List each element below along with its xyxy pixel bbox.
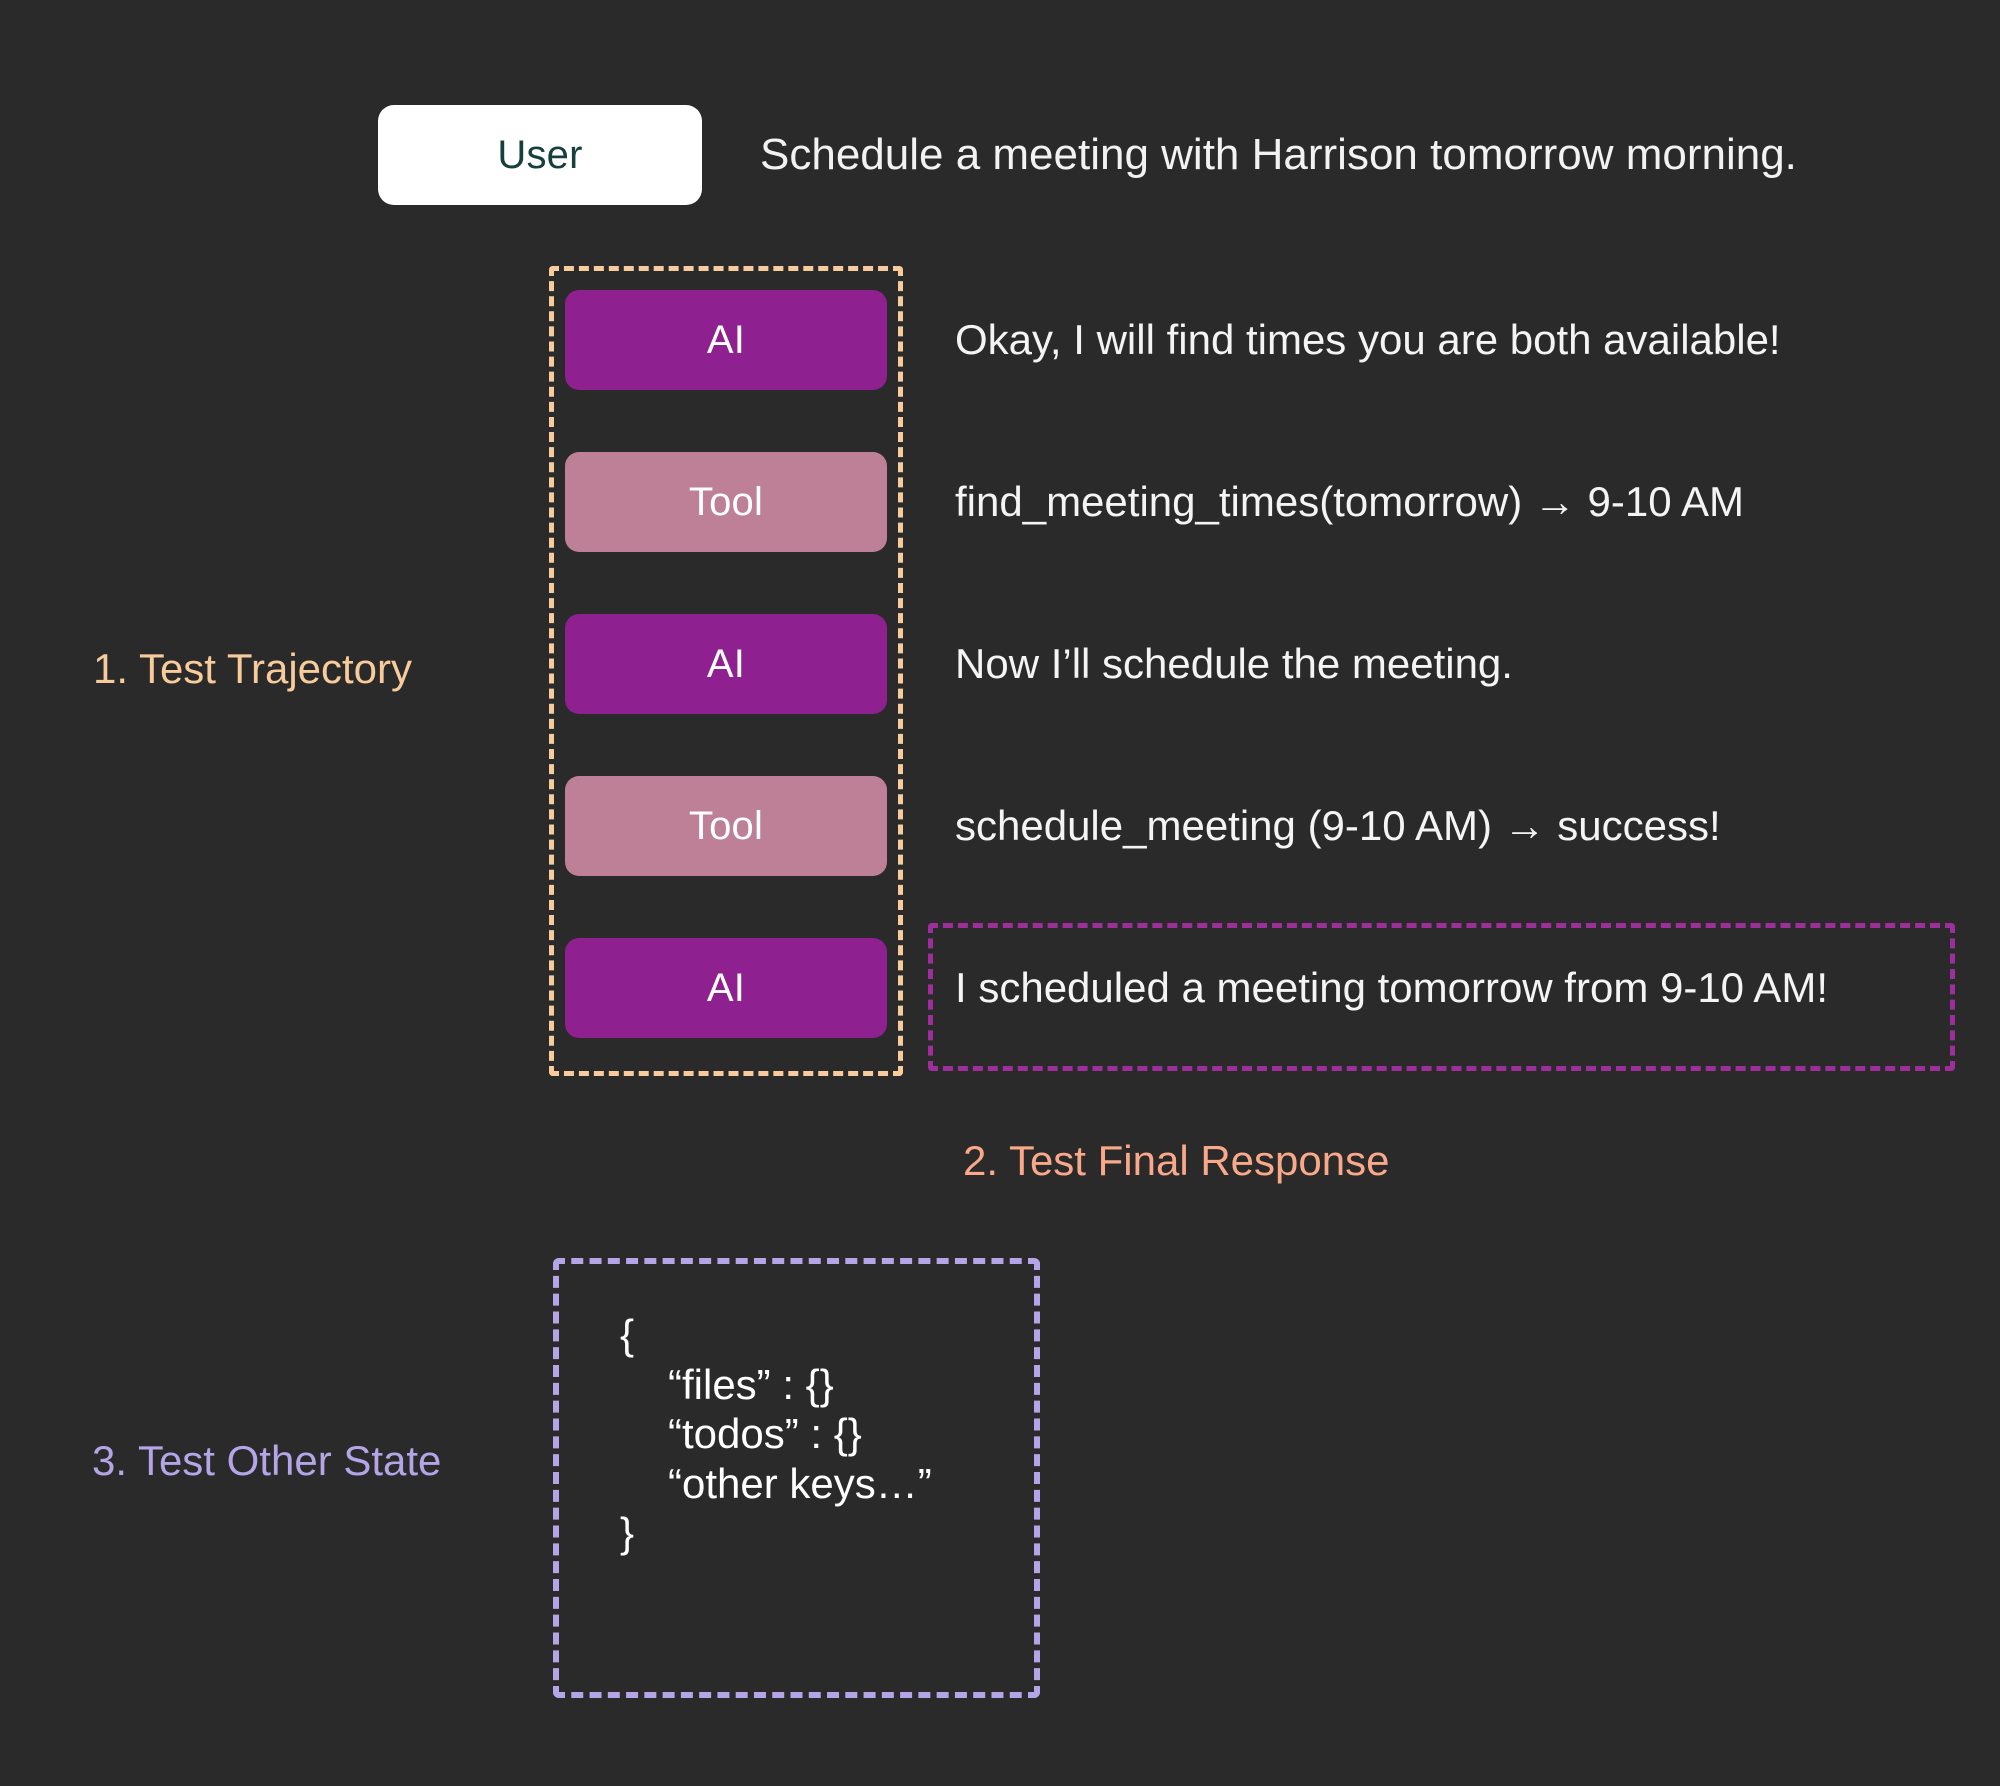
state-json-line-todos: “todos” : {} [668,1410,862,1458]
trajectory-steps: AI Okay, I will find times you are both … [565,290,2000,1038]
caption-test-trajectory: 1. Test Trajectory [93,645,413,692]
caption-test-other-state: 3. Test Other State [92,1437,442,1484]
role-badge-user: User [378,105,702,205]
step-message-text: schedule_meeting (9-10 AM) → success! [955,802,1721,849]
state-json-line-close: } [620,1509,635,1557]
state-json-line-files: “files” : {} [668,1360,834,1408]
trajectory-step: Tool schedule_meeting (9-10 AM) → succes… [565,776,2000,876]
user-message-text: Schedule a meeting with Harrison tomorro… [760,130,1797,179]
test-other-state-outline [553,1258,1040,1698]
role-badge-ai: AI [565,938,887,1038]
step-message-text: find_meeting_times(tomorrow) → 9-10 AM [955,478,1744,525]
role-badge-tool: Tool [565,776,887,876]
user-message-row: User Schedule a meeting with Harrison to… [378,105,1797,205]
test-final-response-outline [928,923,1955,1071]
trajectory-step: AI Okay, I will find times you are both … [565,290,2000,390]
step-message-text: Now I’ll schedule the meeting. [955,640,1513,687]
trajectory-step: AI I scheduled a meeting tomorrow from 9… [565,938,2000,1038]
caption-test-final-response: 2. Test Final Response [963,1137,1390,1184]
role-badge-ai: AI [565,290,887,390]
state-json-block: { “files” : {} “todos” : {} “other keys…… [620,1310,932,1558]
role-badge-ai: AI [565,614,887,714]
final-response-text: I scheduled a meeting tomorrow from 9-10… [955,964,1829,1011]
state-json-line-open: { [620,1311,635,1358]
test-trajectory-outline [549,266,903,1076]
state-json-line-other: “other keys…” [668,1459,932,1507]
role-badge-tool: Tool [565,452,887,552]
step-message-text: Okay, I will find times you are both ava… [955,316,1781,363]
trajectory-step: AI Now I’ll schedule the meeting. [565,614,2000,714]
trajectory-step: Tool find_meeting_times(tomorrow) → 9-10… [565,452,2000,552]
